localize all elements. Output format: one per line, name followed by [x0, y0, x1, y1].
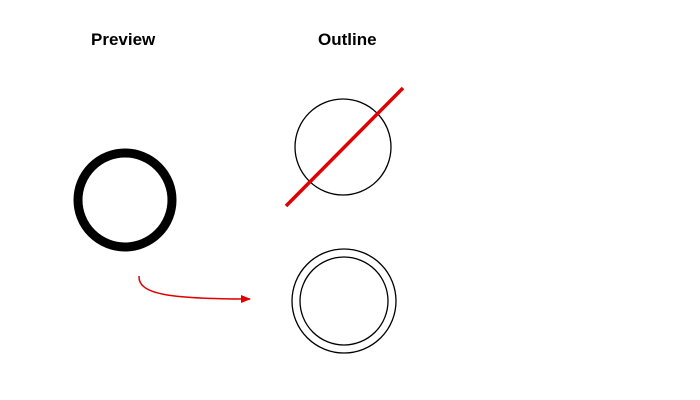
- outline-outer-circle: [291, 248, 397, 354]
- connector-arrow: [138, 275, 251, 303]
- preview-thick-ring: [73, 148, 177, 252]
- cross-out-line: [284, 86, 405, 208]
- outline-single-circle: [294, 98, 392, 196]
- outline-heading: Outline: [318, 30, 377, 49]
- outline-inner-circle: [299, 256, 389, 346]
- preview-heading: Preview: [91, 30, 156, 49]
